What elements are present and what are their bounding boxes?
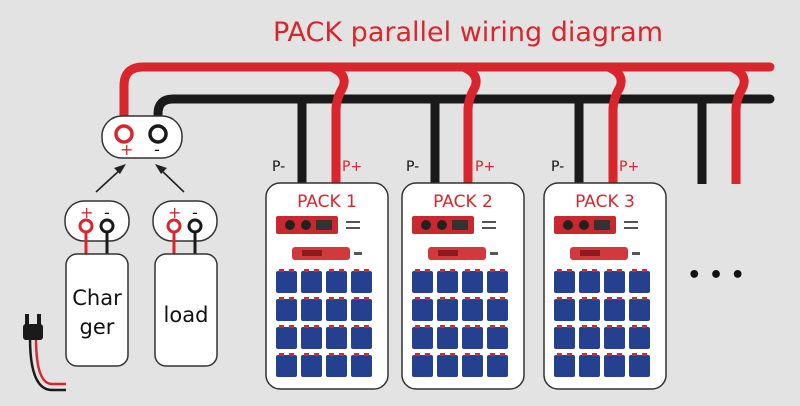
battery-cell <box>487 355 508 377</box>
battery-cell <box>487 271 508 293</box>
battery-cell <box>554 271 575 293</box>
battery-cell <box>629 327 650 349</box>
battery-cell <box>276 271 297 293</box>
battery-cell <box>437 299 458 321</box>
battery-cell <box>579 327 600 349</box>
battery-cell <box>629 299 650 321</box>
more-packs-ellipsis: • • • <box>687 263 745 288</box>
hub-plus-sign: + <box>120 140 133 159</box>
battery-cell <box>412 299 433 321</box>
charger-terminal-cap <box>64 200 130 242</box>
pack-1-wires <box>297 62 349 184</box>
battery-cell <box>554 299 575 321</box>
hub-positive-terminal-icon <box>114 124 134 144</box>
load-terminal-cap <box>152 200 218 242</box>
battery-cell <box>629 355 650 377</box>
battery-cell <box>351 299 372 321</box>
battery-cell <box>579 271 600 293</box>
battery-cell <box>276 327 297 349</box>
battery-cell <box>437 355 458 377</box>
battery-cell <box>326 299 347 321</box>
battery-cell <box>604 299 625 321</box>
battery-cell <box>579 355 600 377</box>
load-box <box>154 253 218 367</box>
pack-2: PACK 2 <box>401 182 525 390</box>
pack-3-neg-label: P- <box>551 159 564 175</box>
battery-cell <box>487 299 508 321</box>
battery-cell <box>437 271 458 293</box>
charger-label-line1: Char <box>72 286 122 310</box>
hub-minus-sign: - <box>154 140 160 159</box>
battery-cell <box>487 327 508 349</box>
battery-cell <box>351 327 372 349</box>
battery-cell <box>276 299 297 321</box>
battery-cell <box>554 327 575 349</box>
battery-cell <box>604 327 625 349</box>
battery-cell <box>462 271 483 293</box>
battery-cells <box>554 269 650 377</box>
battery-cell <box>462 299 483 321</box>
battery-cell <box>351 355 372 377</box>
pack-2-pos-label: P+ <box>475 159 495 175</box>
load-arrow-icon <box>155 164 185 193</box>
battery-cell <box>412 327 433 349</box>
battery-cell <box>326 327 347 349</box>
battery-cell <box>604 271 625 293</box>
diagram-title: PACK parallel wiring diagram <box>273 17 663 48</box>
charger-box <box>65 253 129 367</box>
battery-cells <box>276 269 372 377</box>
output-hub <box>101 115 183 159</box>
negative-bus-wire <box>153 94 775 127</box>
battery-cell <box>301 355 322 377</box>
battery-cell <box>579 299 600 321</box>
positive-bus-wire <box>119 62 775 127</box>
pack-3: PACK 3 <box>543 182 667 390</box>
charger-label-line2: ger <box>80 315 115 339</box>
pack-1: PACK 1 <box>265 182 389 390</box>
battery-cell <box>301 327 322 349</box>
pack-1-pos-label: P+ <box>342 159 362 175</box>
load-plus-sign: + <box>168 203 181 222</box>
battery-cell <box>326 271 347 293</box>
pack-name: PACK 3 <box>575 192 635 212</box>
pack-name: PACK 2 <box>433 192 493 212</box>
charger-plus-sign: + <box>80 203 93 222</box>
charger-arrow-icon <box>95 164 126 193</box>
battery-cell <box>412 355 433 377</box>
battery-cell <box>604 355 625 377</box>
pack-2-neg-label: P- <box>406 159 419 175</box>
battery-cell <box>437 327 458 349</box>
pack-2-wires <box>430 62 481 184</box>
battery-cell <box>462 327 483 349</box>
battery-cell <box>629 271 650 293</box>
battery-cell <box>301 299 322 321</box>
hub-negative-terminal-icon <box>148 124 168 144</box>
pack-name: PACK 1 <box>297 192 357 212</box>
pack-3-pos-label: P+ <box>619 159 639 175</box>
battery-cell <box>301 271 322 293</box>
charger-minus-sign: - <box>104 203 110 222</box>
battery-cell <box>462 355 483 377</box>
battery-cell <box>412 271 433 293</box>
mains-plug-icon <box>23 314 66 392</box>
battery-cells <box>412 269 508 377</box>
battery-cell <box>276 355 297 377</box>
load-minus-sign: - <box>192 203 198 222</box>
battery-cell <box>554 355 575 377</box>
pack-1-neg-label: P- <box>272 159 285 175</box>
battery-cell <box>326 355 347 377</box>
battery-cell <box>351 271 372 293</box>
pack-3-wires <box>574 62 626 184</box>
load-label: load <box>164 303 209 327</box>
extra-pack-wires <box>697 62 749 184</box>
